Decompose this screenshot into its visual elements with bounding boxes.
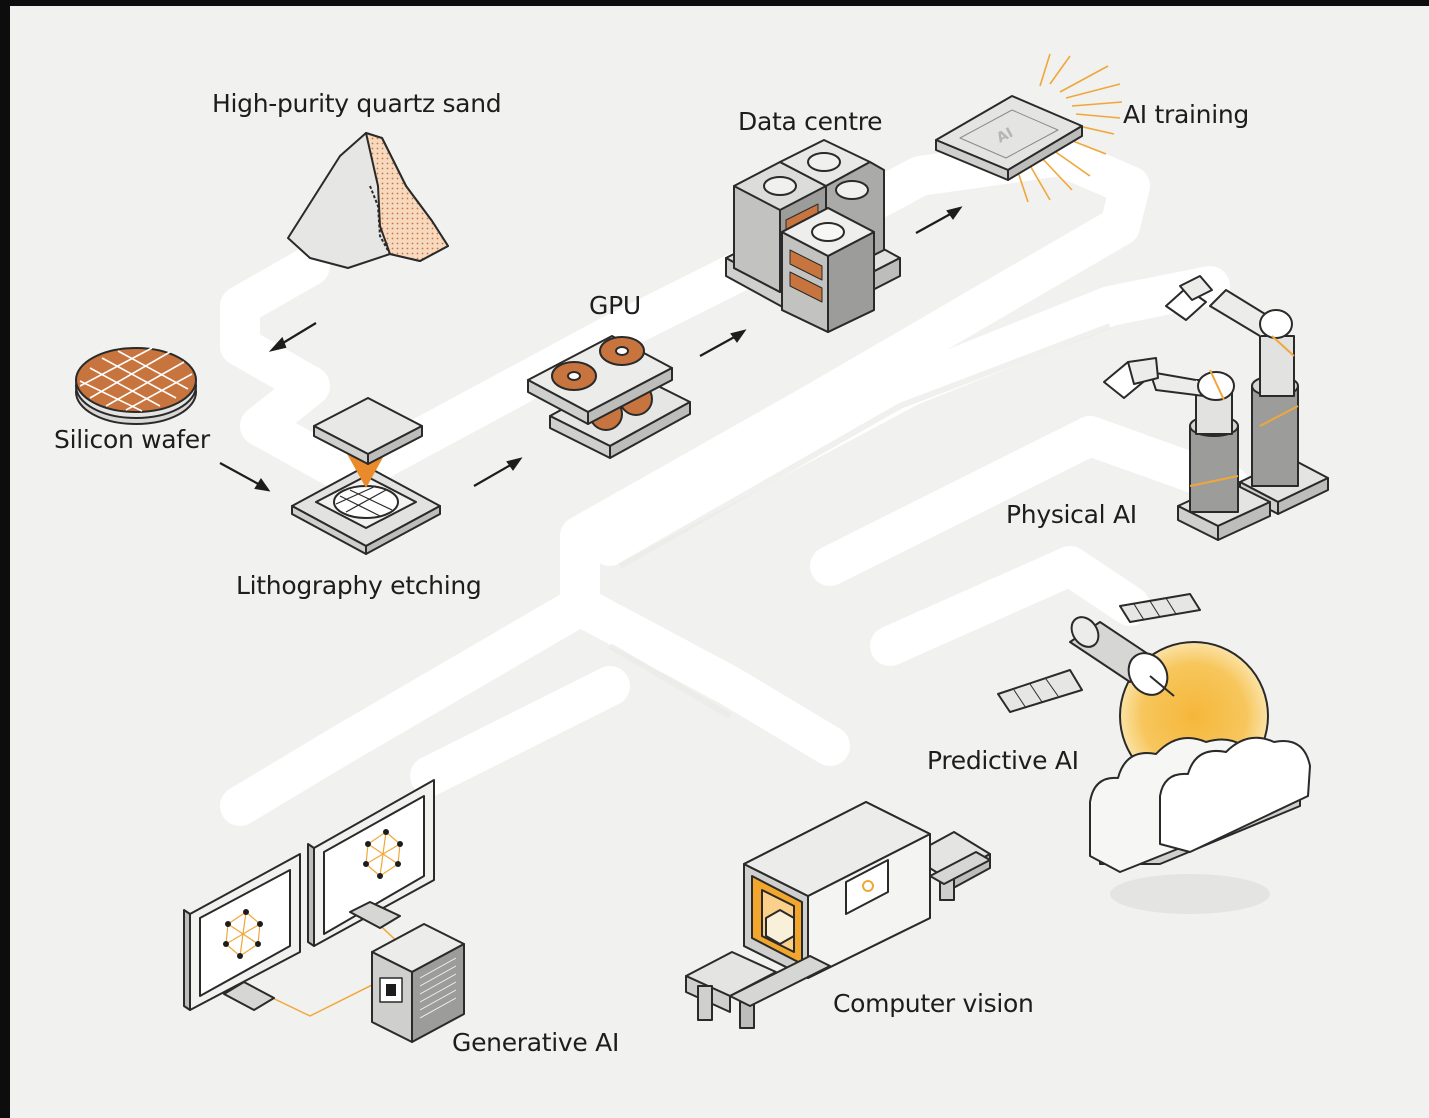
satellite-weather-icon bbox=[997, 593, 1311, 914]
label-predictive-ai: Predictive AI bbox=[927, 746, 1079, 775]
gpu-icon bbox=[527, 335, 691, 459]
label-data-centre: Data centre bbox=[738, 107, 883, 136]
arrow-icon-litho-to-gpu bbox=[473, 457, 523, 487]
pathway-inner-shading bbox=[608, 323, 1112, 719]
diagram-canvas: AI bbox=[10, 6, 1429, 1118]
label-lithography-etching: Lithography etching bbox=[236, 571, 482, 600]
server-tower-icon bbox=[371, 923, 465, 1043]
flow-arrows bbox=[219, 206, 963, 492]
arrow-icon-wafer-to-litho bbox=[219, 462, 271, 492]
pathway-network bbox=[220, 136, 1250, 826]
arrow-icon-datacentre-to-training bbox=[915, 206, 963, 234]
diagram-artwork: AI bbox=[75, 53, 1329, 1043]
label-gpu: GPU bbox=[589, 291, 641, 320]
silicon-wafer-icon bbox=[75, 347, 197, 425]
label-physical-ai: Physical AI bbox=[1006, 500, 1137, 529]
quartz-sand-icon bbox=[287, 132, 449, 269]
monitor-icon bbox=[183, 853, 301, 1011]
label-quartz-sand: High-purity quartz sand bbox=[212, 89, 502, 118]
lithography-machine-icon bbox=[291, 397, 441, 555]
monitor-icon bbox=[307, 779, 435, 947]
generative-ai-computers-icon bbox=[183, 779, 465, 1043]
robot-arm-icon bbox=[1103, 275, 1329, 541]
label-generative-ai: Generative AI bbox=[452, 1028, 620, 1057]
gpu-fan-icon bbox=[551, 361, 597, 391]
computer-vision-scanner-icon bbox=[685, 801, 991, 1029]
ai-chip-icon: AI bbox=[935, 53, 1123, 203]
chip-label: AI bbox=[994, 125, 1016, 147]
label-computer-vision: Computer vision bbox=[833, 989, 1034, 1018]
label-ai-training: AI training bbox=[1123, 100, 1249, 129]
satellite-icon bbox=[997, 593, 1201, 713]
data-centre-icon bbox=[725, 139, 901, 333]
label-silicon-wafer: Silicon wafer bbox=[54, 425, 210, 454]
gpu-fan-icon bbox=[599, 336, 645, 366]
cloud-icon bbox=[1089, 736, 1311, 873]
arrow-icon-gpu-to-datacentre bbox=[699, 329, 747, 357]
arrow-icon-sand-to-wafer bbox=[268, 322, 317, 352]
